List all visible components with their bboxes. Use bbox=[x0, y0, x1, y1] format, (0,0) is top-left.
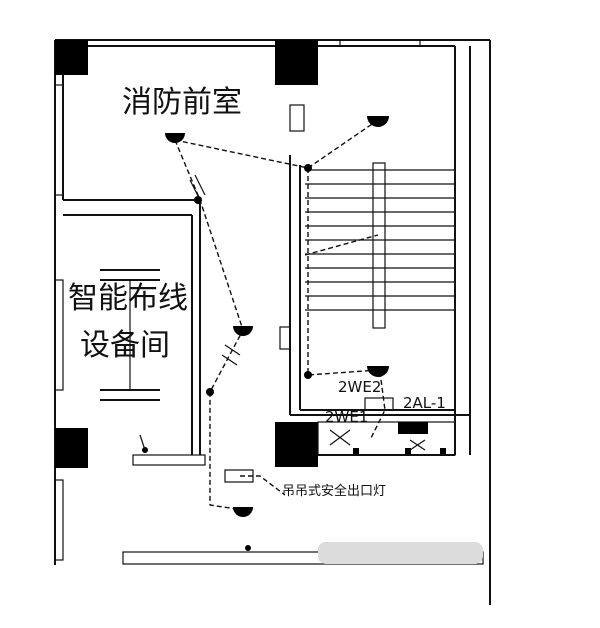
electrical-panel-area bbox=[317, 397, 456, 456]
switch-box bbox=[279, 326, 291, 350]
junction-dot-icon bbox=[206, 388, 214, 396]
left-window-bottom bbox=[54, 479, 64, 561]
stair-treads bbox=[305, 169, 455, 311]
ceiling-light-icon bbox=[367, 116, 389, 127]
top-window bbox=[339, 39, 421, 47]
bottom-wall bbox=[122, 551, 484, 565]
column-top-left bbox=[55, 40, 88, 75]
junction-dot-icon bbox=[194, 196, 202, 204]
left-window-top bbox=[54, 84, 64, 196]
walls bbox=[54, 39, 491, 605]
room-label-equipment: 设备间 bbox=[80, 328, 170, 363]
left-window-mid bbox=[54, 279, 64, 391]
circuit-label-2we1: 2WE1 bbox=[325, 408, 368, 426]
switches bbox=[139, 104, 305, 483]
ceiling-light-icon bbox=[233, 326, 253, 336]
lights bbox=[142, 116, 389, 551]
room-label-fire-lobby: 消防前室 bbox=[122, 85, 242, 120]
panel-label-2al1: 2AL-1 bbox=[403, 394, 446, 412]
panel-box bbox=[317, 421, 456, 456]
equipment-rack bbox=[100, 269, 160, 401]
exit-sign-box bbox=[224, 469, 254, 483]
junction-dot-icon bbox=[304, 371, 312, 379]
staircase bbox=[305, 162, 455, 329]
junction-dot-icon bbox=[245, 545, 251, 551]
ceiling-light-icon bbox=[165, 133, 185, 143]
junction-dot-icon bbox=[304, 164, 312, 172]
ceiling-light-icon bbox=[367, 366, 389, 377]
eq-room-door-sill bbox=[132, 454, 206, 466]
ceiling-light-icon bbox=[233, 507, 253, 517]
stair-handrail bbox=[372, 162, 386, 329]
panel-block bbox=[398, 422, 428, 434]
circuit-label-2we2: 2WE2 bbox=[338, 378, 381, 396]
column-top-center bbox=[275, 40, 318, 85]
column-mid-left bbox=[55, 428, 88, 468]
exit-sign-label: 吊吊式安全出口灯 bbox=[282, 483, 386, 499]
panel-2al1 bbox=[364, 397, 394, 411]
column-bottom-center bbox=[275, 422, 318, 467]
room-label-smart-wiring: 智能布线 bbox=[68, 281, 188, 316]
switch-box bbox=[289, 104, 305, 132]
columns bbox=[55, 40, 318, 468]
wiring bbox=[174, 119, 386, 511]
watermark bbox=[318, 542, 483, 564]
